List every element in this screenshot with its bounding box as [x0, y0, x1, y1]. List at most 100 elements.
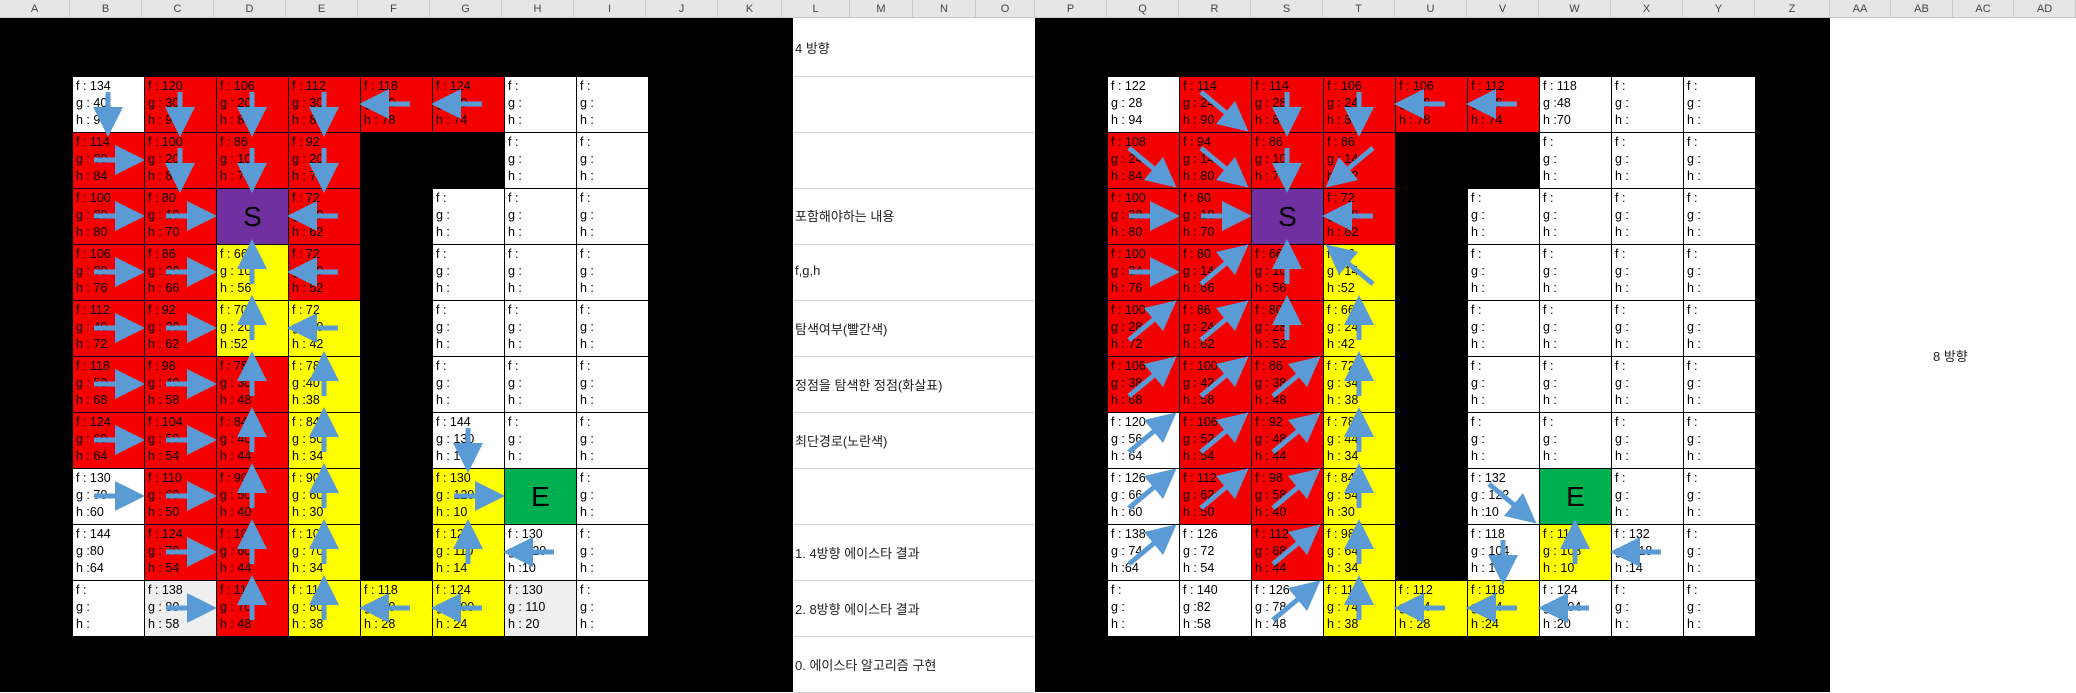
- column-header-i[interactable]: I: [574, 0, 646, 18]
- note-item2[interactable]: 2. 8방향 에이스타 결과: [795, 602, 920, 617]
- grid-cell[interactable]: f :g :h :: [1683, 300, 1756, 357]
- h-value: h :: [1543, 169, 1557, 183]
- grid-cell[interactable]: f :g :h :: [576, 412, 649, 469]
- column-header-v[interactable]: V: [1467, 0, 1539, 18]
- grid-cell[interactable]: f :g :h :: [1539, 244, 1612, 301]
- start-cell[interactable]: S: [1251, 188, 1324, 245]
- label-8way[interactable]: 8 방향: [1933, 349, 1968, 364]
- note-item0[interactable]: 0. 에이스타 알고리즘 구현: [795, 658, 937, 673]
- grid-cell[interactable]: f :g :h :: [1611, 580, 1684, 637]
- grid-cell[interactable]: f :g :h :: [1611, 76, 1684, 133]
- grid-cell[interactable]: f :g :h :: [1683, 132, 1756, 189]
- grid-cell[interactable]: f :g :h :: [1683, 76, 1756, 133]
- grid-cell[interactable]: f :g :h :: [1539, 188, 1612, 245]
- column-header-x[interactable]: X: [1611, 0, 1683, 18]
- column-header-g[interactable]: G: [430, 0, 502, 18]
- g-value: g :: [508, 320, 522, 334]
- grid-cell[interactable]: f :g :h :: [576, 300, 649, 357]
- column-header-p[interactable]: P: [1035, 0, 1107, 18]
- grid-cell[interactable]: f :g :h :: [1467, 412, 1540, 469]
- grid-cell[interactable]: f :g :h :: [1683, 580, 1756, 637]
- column-header-k[interactable]: K: [718, 0, 782, 18]
- column-header-f[interactable]: F: [358, 0, 430, 18]
- column-header-h[interactable]: H: [502, 0, 574, 18]
- g-value: g : 20: [148, 152, 180, 166]
- grid-cell[interactable]: f :g :h :: [72, 580, 145, 637]
- grid-cell[interactable]: f :g :h :: [504, 244, 577, 301]
- column-header-y[interactable]: Y: [1683, 0, 1755, 18]
- column-header-l[interactable]: L: [782, 0, 850, 18]
- notes-column: [793, 18, 1035, 692]
- grid-cell[interactable]: f :g :h :: [504, 300, 577, 357]
- column-header-q[interactable]: Q: [1107, 0, 1179, 18]
- note-parent[interactable]: 정점을 탐색한 정점(화살표): [795, 378, 943, 393]
- column-header-ab[interactable]: AB: [1891, 0, 1953, 18]
- column-header-b[interactable]: B: [70, 0, 142, 18]
- h-value: h :: [1543, 393, 1557, 407]
- grid-cell[interactable]: f :g :h :: [1611, 244, 1684, 301]
- column-header-r[interactable]: R: [1179, 0, 1251, 18]
- column-header-j[interactable]: J: [646, 0, 718, 18]
- f-value: f :: [1687, 359, 1698, 373]
- note-item1[interactable]: 1. 4방향 에이스타 결과: [795, 546, 920, 561]
- column-header-m[interactable]: M: [850, 0, 913, 18]
- note-content[interactable]: 포함해야하는 내용: [795, 209, 895, 224]
- column-header-d[interactable]: D: [214, 0, 286, 18]
- grid-cell[interactable]: f :g :h :: [1611, 356, 1684, 413]
- grid-cell[interactable]: f :g :h :: [504, 132, 577, 189]
- column-header-t[interactable]: T: [1323, 0, 1395, 18]
- grid-cell[interactable]: f :g :h :: [1611, 300, 1684, 357]
- end-cell[interactable]: E: [504, 468, 577, 525]
- f-value: f : 114: [1255, 79, 1289, 93]
- column-header-w[interactable]: W: [1539, 0, 1611, 18]
- grid-cell[interactable]: f :g :h :: [432, 356, 505, 413]
- grid-cell[interactable]: f :g :h :: [576, 356, 649, 413]
- grid-cell[interactable]: f :g :h :: [1107, 580, 1180, 637]
- grid-cell[interactable]: f :g :h :: [504, 412, 577, 469]
- grid-cell[interactable]: f :g :h :: [1683, 188, 1756, 245]
- column-header-a[interactable]: A: [0, 0, 70, 18]
- h-value: h :: [436, 393, 450, 407]
- grid-cell[interactable]: f :g :h :: [576, 244, 649, 301]
- column-header-o[interactable]: O: [976, 0, 1035, 18]
- column-header-z[interactable]: Z: [1755, 0, 1830, 18]
- grid-cell[interactable]: f :g :h :: [1683, 356, 1756, 413]
- h-value: h : 76: [76, 281, 108, 295]
- grid-cell[interactable]: f :g :h :: [576, 580, 649, 637]
- grid-cell[interactable]: f :g :h :: [1467, 300, 1540, 357]
- column-header-n[interactable]: N: [913, 0, 976, 18]
- f-value: f : 80: [1183, 247, 1211, 261]
- column-header-ac[interactable]: AC: [1953, 0, 2014, 18]
- grid-cell[interactable]: f :g :h :: [576, 188, 649, 245]
- grid-cell[interactable]: f :g :h :: [1467, 244, 1540, 301]
- grid-cell[interactable]: f :g :h :: [1683, 468, 1756, 525]
- note-title-4way[interactable]: 4 방향: [795, 41, 830, 56]
- grid-cell[interactable]: f :g :h :: [1539, 132, 1612, 189]
- note-explored[interactable]: 탐색여부(빨간색): [795, 322, 888, 337]
- grid-cell[interactable]: f :g :h :: [576, 524, 649, 581]
- g-value: g : 62: [1183, 488, 1215, 502]
- h-value: h :: [1615, 169, 1629, 183]
- grid-cell[interactable]: f :g :h :: [576, 132, 649, 189]
- column-header-u[interactable]: U: [1395, 0, 1467, 18]
- h-value: h : 80: [76, 225, 108, 239]
- f-value: f : 126: [1111, 471, 1146, 485]
- column-header-s[interactable]: S: [1251, 0, 1323, 18]
- note-path[interactable]: 최단경로(노란색): [795, 434, 888, 449]
- column-header-aa[interactable]: AA: [1830, 0, 1891, 18]
- note-fgh[interactable]: f,g,h: [795, 263, 821, 278]
- column-header-c[interactable]: C: [142, 0, 214, 18]
- grid-cell[interactable]: f :g :h :: [576, 76, 649, 133]
- column-header-e[interactable]: E: [286, 0, 358, 18]
- grid-cell[interactable]: f :g :h :: [504, 356, 577, 413]
- grid-cell[interactable]: f :g :h :: [1683, 524, 1756, 581]
- grid-cell[interactable]: f :g :h :: [1611, 132, 1684, 189]
